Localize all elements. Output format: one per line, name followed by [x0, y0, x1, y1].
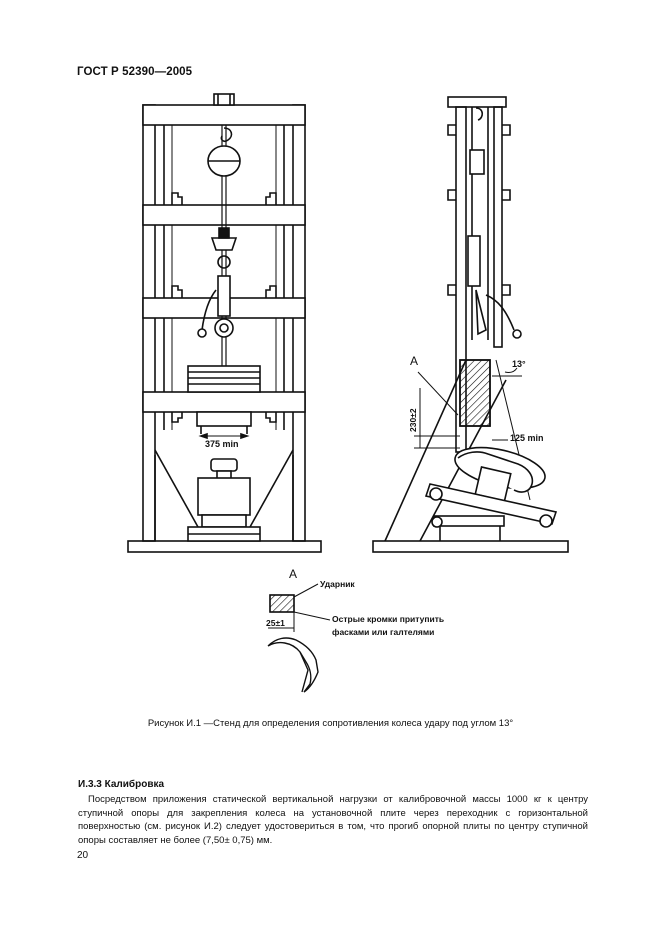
- detail-dimension-label: 25±1: [266, 618, 285, 628]
- edges-note-line2: фасками или галтелями: [332, 627, 434, 637]
- right-dimension-label: 125 min: [510, 433, 544, 443]
- section-paragraph: Посредством приложения статической верти…: [78, 794, 588, 846]
- detail-a-drawing: [267, 583, 331, 693]
- page-number: 20: [77, 850, 89, 861]
- striker-label: Ударник: [320, 579, 355, 589]
- document-header: ГОСТ Р 52390—2005: [77, 66, 193, 78]
- edges-note-line1: Острые кромки притупить: [332, 614, 444, 624]
- front-view-drawing: [127, 93, 322, 553]
- height-dimension-label: 230±2: [408, 408, 418, 432]
- angle-label: 13°: [512, 359, 526, 369]
- test-stand-figure: 375 min: [127, 93, 569, 693]
- section-heading: И.3.3 Калибровка: [78, 779, 165, 790]
- figure-caption: Рисунок И.1 —Стенд для определения сопро…: [147, 718, 514, 729]
- left-dimension-label: 375 min: [205, 439, 239, 449]
- detail-a-title: A: [289, 567, 297, 581]
- view-a-label: A: [410, 354, 418, 368]
- side-view-drawing: [372, 96, 569, 553]
